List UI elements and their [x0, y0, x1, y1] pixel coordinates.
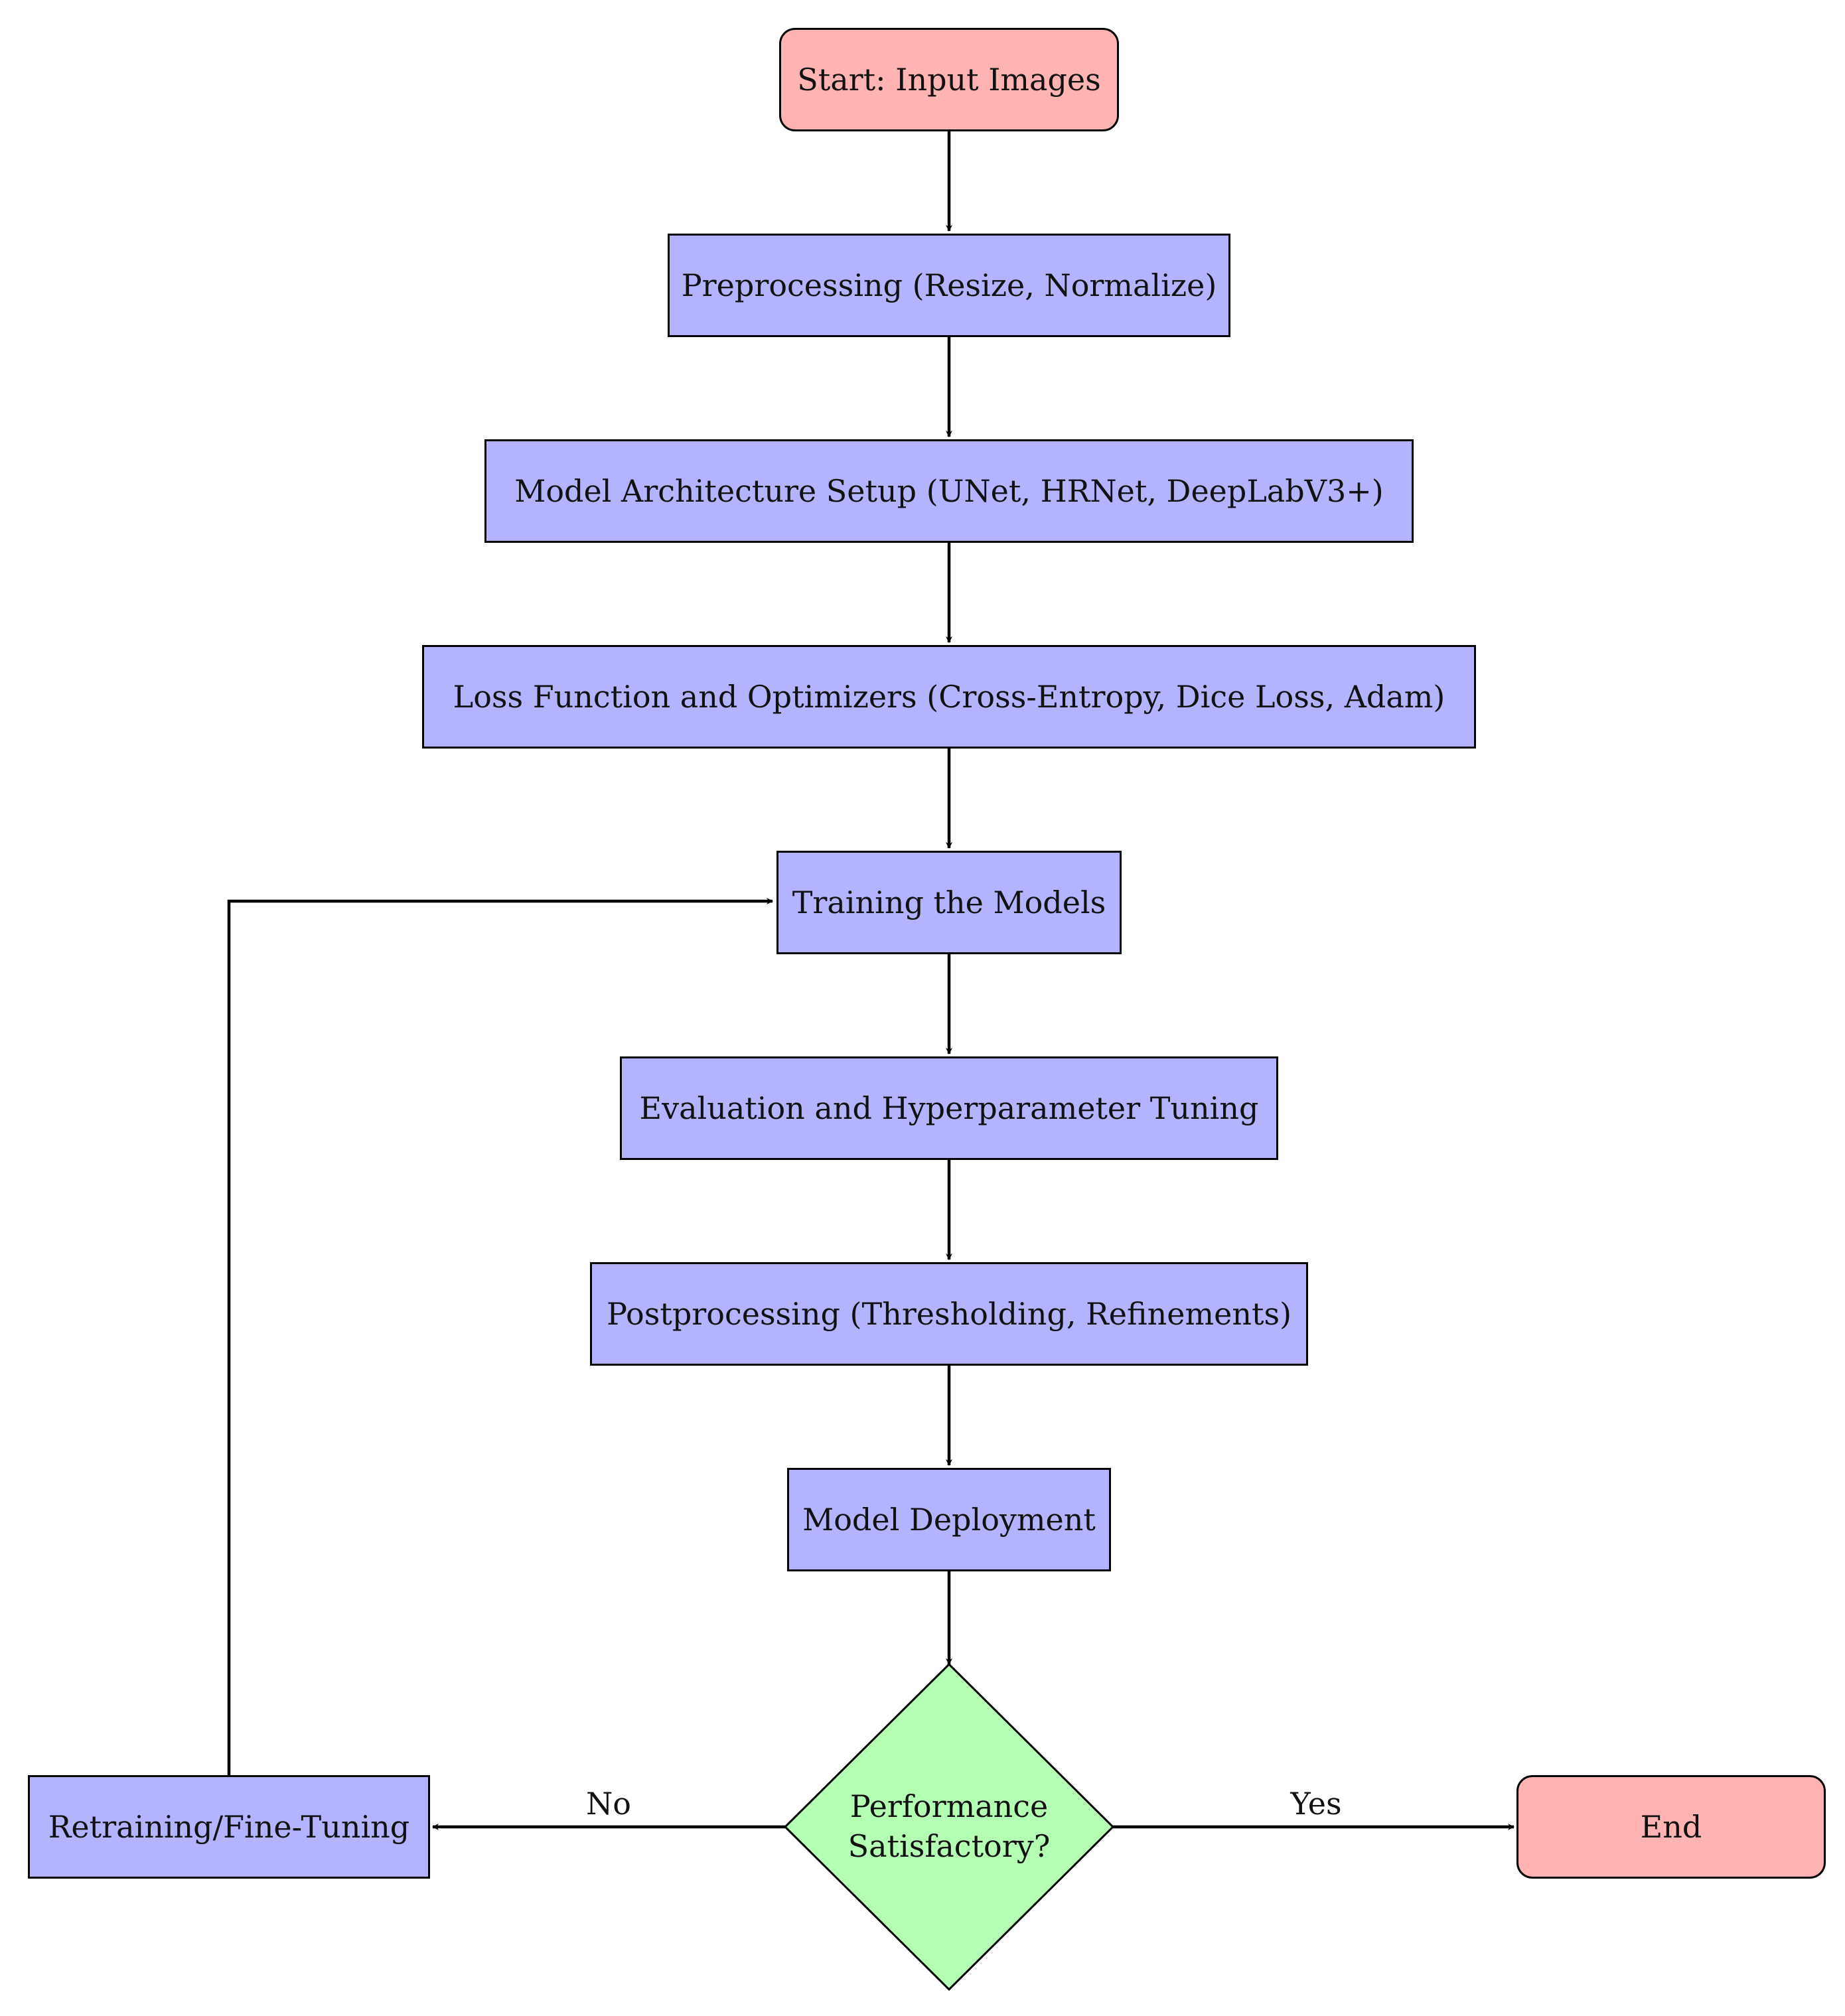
- postprocessing-node: Postprocessing (Thresholding, Refinement…: [590, 1262, 1308, 1366]
- decision-node-label: Performance Satisfactory?: [816, 1774, 1082, 1880]
- model-setup-node: Model Architecture Setup (UNet, HRNet, D…: [484, 439, 1414, 543]
- decision-line-1: Performance: [849, 1788, 1049, 1825]
- decision-line-2: Satisfactory?: [848, 1828, 1051, 1864]
- preprocessing-node-label: Preprocessing (Resize, Normalize): [681, 267, 1217, 303]
- postprocessing-node-label: Postprocessing (Thresholding, Refinement…: [606, 1295, 1292, 1332]
- evaluation-node: Evaluation and Hyperparameter Tuning: [620, 1056, 1278, 1160]
- loss-optimizers-node-label: Loss Function and Optimizers (Cross-Entr…: [453, 678, 1445, 715]
- deployment-node-label: Model Deployment: [802, 1501, 1096, 1538]
- edge-label-no: No: [586, 1786, 631, 1822]
- retraining-node-label: Retraining/Fine-Tuning: [48, 1808, 410, 1845]
- decision-diamond: [783, 1662, 1115, 1991]
- edge-label-yes: Yes: [1290, 1786, 1342, 1822]
- end-node-label: End: [1640, 1808, 1702, 1845]
- end-node: End: [1516, 1775, 1826, 1879]
- loss-optimizers-node: Loss Function and Optimizers (Cross-Entr…: [422, 645, 1476, 749]
- start-node: Start: Input Images: [779, 28, 1119, 131]
- training-node: Training the Models: [776, 851, 1122, 954]
- model-setup-node-label: Model Architecture Setup (UNet, HRNet, D…: [514, 472, 1384, 509]
- retraining-node: Retraining/Fine-Tuning: [28, 1775, 430, 1879]
- training-node-label: Training the Models: [792, 884, 1106, 920]
- arrow-retraining-to-training: [227, 898, 773, 1775]
- deployment-node: Model Deployment: [787, 1468, 1111, 1571]
- preprocessing-node: Preprocessing (Resize, Normalize): [668, 234, 1230, 337]
- start-node-label: Start: Input Images: [797, 61, 1101, 98]
- evaluation-node-label: Evaluation and Hyperparameter Tuning: [639, 1090, 1259, 1126]
